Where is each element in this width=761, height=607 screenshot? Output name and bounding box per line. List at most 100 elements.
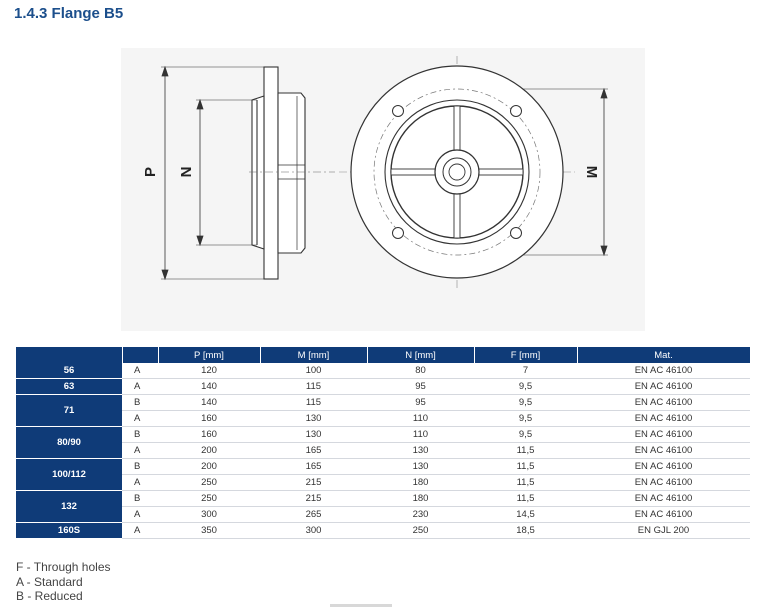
m-cell: 265 [260,506,367,523]
mat-cell: EN AC 46100 [577,394,750,411]
table-row: 132 B 250 215 180 11,5 EN AC 46100 [16,490,750,523]
flange-technical-drawing: P N M [121,48,645,331]
header-mat: Mat. [577,347,751,363]
type-cell: A [122,442,158,459]
mat-cell: EN AC 46100 [577,490,750,507]
mat-cell: EN GJL 200 [577,522,750,539]
type-cell: A [122,363,158,379]
mat-cell: EN AC 46100 [577,426,750,443]
m-cell: 115 [260,394,367,411]
legend-item-reduced: B - Reduced [16,589,83,603]
n-cell: 180 [367,490,474,507]
page-title: 1.4.3 Flange B5 [14,5,124,22]
scroll-indicator [330,604,392,607]
n-cell: 110 [367,410,474,427]
table-row: A 160 130 110 9,5 EN AC 46100 [16,410,750,427]
flange-plate-side [263,66,279,280]
f-cell: 9,5 [474,426,577,443]
type-cell: B [122,458,158,475]
f-cell: 11,5 [474,458,577,475]
m-cell: 130 [260,410,367,427]
type-cell: A [122,378,158,395]
table-row: A 200 165 130 11,5 EN AC 46100 [16,442,750,459]
n-cell: 130 [367,458,474,475]
type-cell: A [122,474,158,491]
type-cell: B [122,426,158,443]
n-cell: 110 [367,426,474,443]
f-cell: 18,5 [474,522,577,539]
type-cell: A [122,506,158,523]
f-cell: 11,5 [474,490,577,507]
table-row: 56 A 120 100 80 7 EN AC 46100 [16,363,750,379]
p-cell: 350 [158,522,260,539]
type-cell: A [122,410,158,427]
mat-cell: EN AC 46100 [577,474,750,491]
table-header-row: P [mm] M [mm] N [mm] F [mm] Mat. [16,347,751,363]
table-row: A 250 215 180 11,5 EN AC 46100 [16,474,750,491]
p-cell: 140 [158,378,260,395]
flange-front-view [339,56,575,288]
n-cell: 130 [367,442,474,459]
table-row: 71 B 140 115 95 9,5 EN AC 46100 [16,394,750,427]
through-hole-icon [510,105,522,117]
size-cell: 71 [16,394,122,427]
m-cell: 165 [260,442,367,459]
mat-cell: EN AC 46100 [577,458,750,475]
n-cell: 95 [367,394,474,411]
m-cell: 115 [260,378,367,395]
through-hole-icon [392,105,404,117]
size-cell: 56 [16,363,122,379]
flange-boss-side [277,92,306,254]
table-row: A 300 265 230 14,5 EN AC 46100 [16,506,750,523]
size-cell: 100/112 [16,458,122,491]
n-cell: 80 [367,363,474,379]
size-cell: 132 [16,490,122,523]
mat-cell: EN AC 46100 [577,506,750,523]
dim-n-label: N [178,167,195,178]
p-cell: 250 [158,474,260,491]
p-cell: 250 [158,490,260,507]
m-cell: 215 [260,474,367,491]
f-cell: 7 [474,363,577,379]
mat-cell: EN AC 46100 [577,442,750,459]
f-cell: 9,5 [474,378,577,395]
dim-p-label: P [142,167,159,177]
f-cell: 9,5 [474,394,577,411]
type-cell: A [122,522,158,539]
size-cell: 63 [16,378,122,395]
p-cell: 140 [158,394,260,411]
n-cell: 250 [367,522,474,539]
type-cell: B [122,394,158,411]
legend: F - Through holes A - Standard B - Reduc… [16,560,111,604]
header-n: N [mm] [367,347,475,363]
size-cell: 80/90 [16,426,122,459]
p-cell: 160 [158,426,260,443]
f-cell: 11,5 [474,474,577,491]
through-hole-icon [392,227,404,239]
p-cell: 200 [158,442,260,459]
flange-spigot-side [251,95,265,250]
mat-cell: EN AC 46100 [577,410,750,427]
m-cell: 165 [260,458,367,475]
f-cell: 11,5 [474,442,577,459]
dim-m-label: M [583,166,600,179]
p-cell: 300 [158,506,260,523]
table-row: 100/112 B 200 165 130 11,5 EN AC 46100 [16,458,750,491]
p-cell: 200 [158,458,260,475]
m-cell: 215 [260,490,367,507]
table-row: 63 A 140 115 95 9,5 EN AC 46100 [16,378,750,395]
header-size [16,347,123,363]
p-cell: 160 [158,410,260,427]
through-hole-icon [510,227,522,239]
table-row: 80/90 B 160 130 110 9,5 EN AC 46100 [16,426,750,459]
m-cell: 100 [260,363,367,379]
mat-cell: EN AC 46100 [577,363,750,379]
size-cell: 160S [16,522,122,539]
m-cell: 130 [260,426,367,443]
m-cell: 300 [260,522,367,539]
type-cell: B [122,490,158,507]
header-m: M [mm] [260,347,368,363]
legend-item-through-holes: F - Through holes [16,560,111,574]
n-cell: 95 [367,378,474,395]
header-type [122,347,159,363]
